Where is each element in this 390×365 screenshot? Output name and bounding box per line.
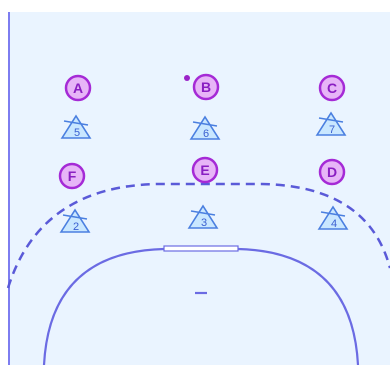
defense-player-6[interactable]: 6 bbox=[189, 115, 221, 140]
defense-marker bbox=[315, 111, 347, 136]
defense-marker bbox=[189, 115, 221, 140]
offense-player-label: F bbox=[68, 168, 77, 184]
defense-player-7[interactable]: 7 bbox=[315, 111, 347, 136]
defense-arm-line bbox=[320, 211, 346, 217]
ball[interactable] bbox=[184, 75, 190, 81]
defense-arm-line bbox=[62, 214, 88, 220]
offense-player-f[interactable]: F bbox=[58, 162, 86, 190]
court-background bbox=[9, 12, 390, 365]
offense-player-d[interactable]: D bbox=[318, 158, 346, 186]
defense-player-number: 4 bbox=[331, 218, 337, 230]
defense-player-number: 2 bbox=[73, 221, 79, 233]
defense-player-5[interactable]: 5 bbox=[60, 114, 92, 139]
defense-player-number: 5 bbox=[74, 127, 80, 139]
offense-player-c[interactable]: C bbox=[318, 74, 346, 102]
offense-marker bbox=[191, 156, 219, 184]
defense-player-2[interactable]: 2 bbox=[59, 208, 91, 233]
defense-player-number: 7 bbox=[329, 124, 335, 136]
defense-arm-line bbox=[63, 120, 89, 126]
offense-marker bbox=[64, 74, 92, 102]
defense-arm-line bbox=[192, 121, 218, 127]
defense-player-3[interactable]: 3 bbox=[187, 204, 219, 229]
players-layer: A B C F E D 5 6 7 2 3 4 bbox=[58, 73, 349, 233]
offense-player-label: D bbox=[327, 164, 337, 180]
defense-arm-line bbox=[318, 117, 344, 123]
defense-marker bbox=[59, 208, 91, 233]
defense-player-4[interactable]: 4 bbox=[317, 205, 349, 230]
defense-player-number: 3 bbox=[201, 217, 207, 229]
offense-marker bbox=[58, 162, 86, 190]
goal-box bbox=[163, 245, 239, 252]
offense-player-label: B bbox=[201, 79, 211, 95]
defense-marker bbox=[187, 204, 219, 229]
offense-player-a[interactable]: A bbox=[64, 74, 92, 102]
defense-player-number: 6 bbox=[203, 128, 209, 140]
defense-arm-line bbox=[190, 210, 216, 216]
offense-marker bbox=[318, 158, 346, 186]
offense-player-label: C bbox=[327, 80, 337, 96]
offense-player-label: E bbox=[200, 162, 209, 178]
defense-marker bbox=[317, 205, 349, 230]
defense-marker bbox=[60, 114, 92, 139]
offense-marker bbox=[192, 73, 220, 101]
free-throw-line bbox=[6, 182, 390, 289]
offense-player-b[interactable]: B bbox=[192, 73, 220, 101]
offense-player-e[interactable]: E bbox=[191, 156, 219, 184]
offense-player-label: A bbox=[73, 80, 83, 96]
offense-marker bbox=[318, 74, 346, 102]
